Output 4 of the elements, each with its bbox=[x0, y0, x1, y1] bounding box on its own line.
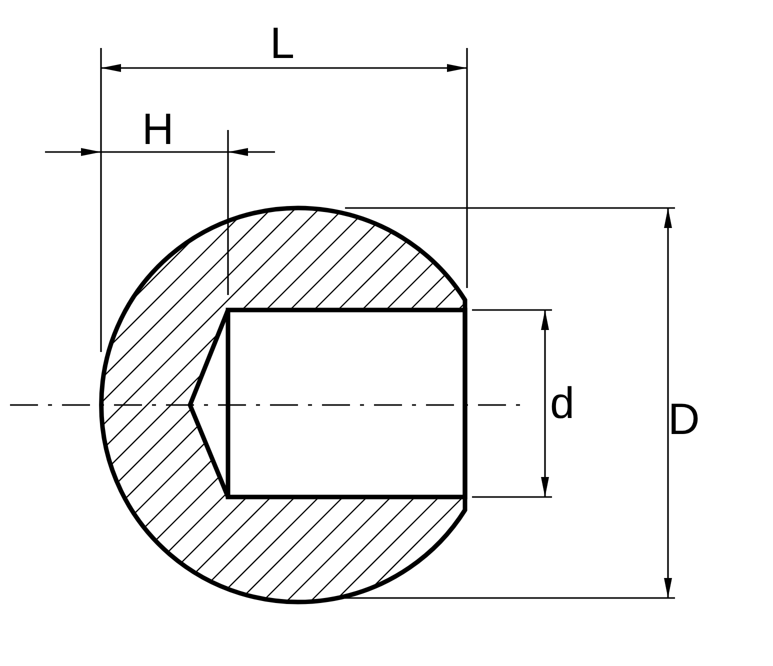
dimension-label: d bbox=[550, 382, 574, 426]
dimension-label: L bbox=[270, 22, 294, 66]
dimension-label: D bbox=[668, 398, 700, 442]
dimension-label: H bbox=[142, 108, 174, 152]
